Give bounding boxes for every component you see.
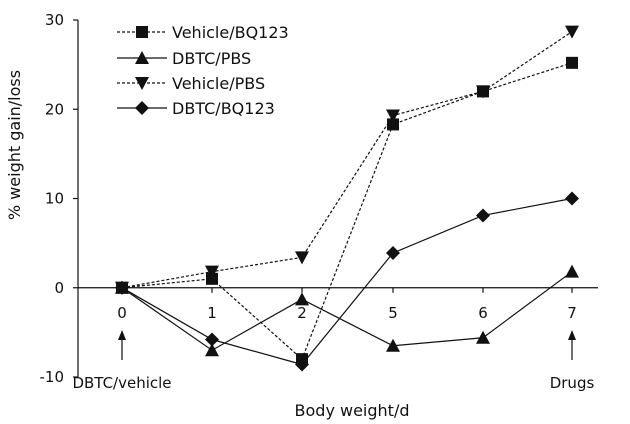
x-tick-label: 2 [297,304,307,322]
data-point [386,245,400,260]
data-point [295,251,309,265]
y-tick-label: 10 [45,190,64,208]
x-tick-label: 0 [117,304,127,322]
legend-marker [136,26,148,38]
data-point [295,357,309,372]
annotations: DBTC/vehicle Drugs [72,330,594,392]
data-point [205,332,219,347]
data-point [565,191,579,206]
y-tick-label: -10 [40,368,65,386]
data-point [295,292,309,306]
annotation-arrowhead [118,330,126,340]
annotation-label: Drugs [550,374,595,392]
x-axis-label: Body weight/d [295,401,410,420]
data-point [115,280,129,295]
series-line [121,31,573,289]
y-tick-label: 30 [45,11,64,29]
x-tick-label: 7 [567,304,577,322]
axes: -10 0 10 20 30 0 1 2 5 6 7 [40,11,598,386]
y-axis-label: % weight gain/loss [5,70,24,220]
data-point [386,109,400,123]
data-point [476,208,490,223]
data-point [476,85,490,99]
data-point [205,343,219,357]
data-point [565,25,579,39]
annotation-label: DBTC/vehicle [72,374,171,392]
x-tick-label: 6 [478,304,488,322]
y-tick-label: 0 [54,279,64,297]
y-tick-label: 20 [45,100,64,118]
data-point [386,338,400,352]
data-point [476,330,490,344]
series-line [121,62,573,361]
legend-marker [135,101,149,115]
series-line [121,197,573,366]
data-point [205,265,219,279]
legend-label: DBTC/BQ123 [172,99,275,118]
series-markers [115,25,579,372]
data-point [566,56,578,69]
data-point [206,272,218,285]
legend-label: Vehicle/BQ123 [172,23,289,42]
legend-marker [135,77,149,90]
x-tick-label: 1 [207,304,217,322]
legend-label: Vehicle/PBS [172,74,265,93]
series-lines [121,31,573,366]
annotation-arrowhead [568,330,576,340]
data-point [387,118,399,131]
x-tick-label: 5 [388,304,398,322]
series-line [121,271,573,351]
legend-label: DBTC/PBS [172,49,251,68]
legend-marker [135,51,149,64]
data-point [565,264,579,278]
